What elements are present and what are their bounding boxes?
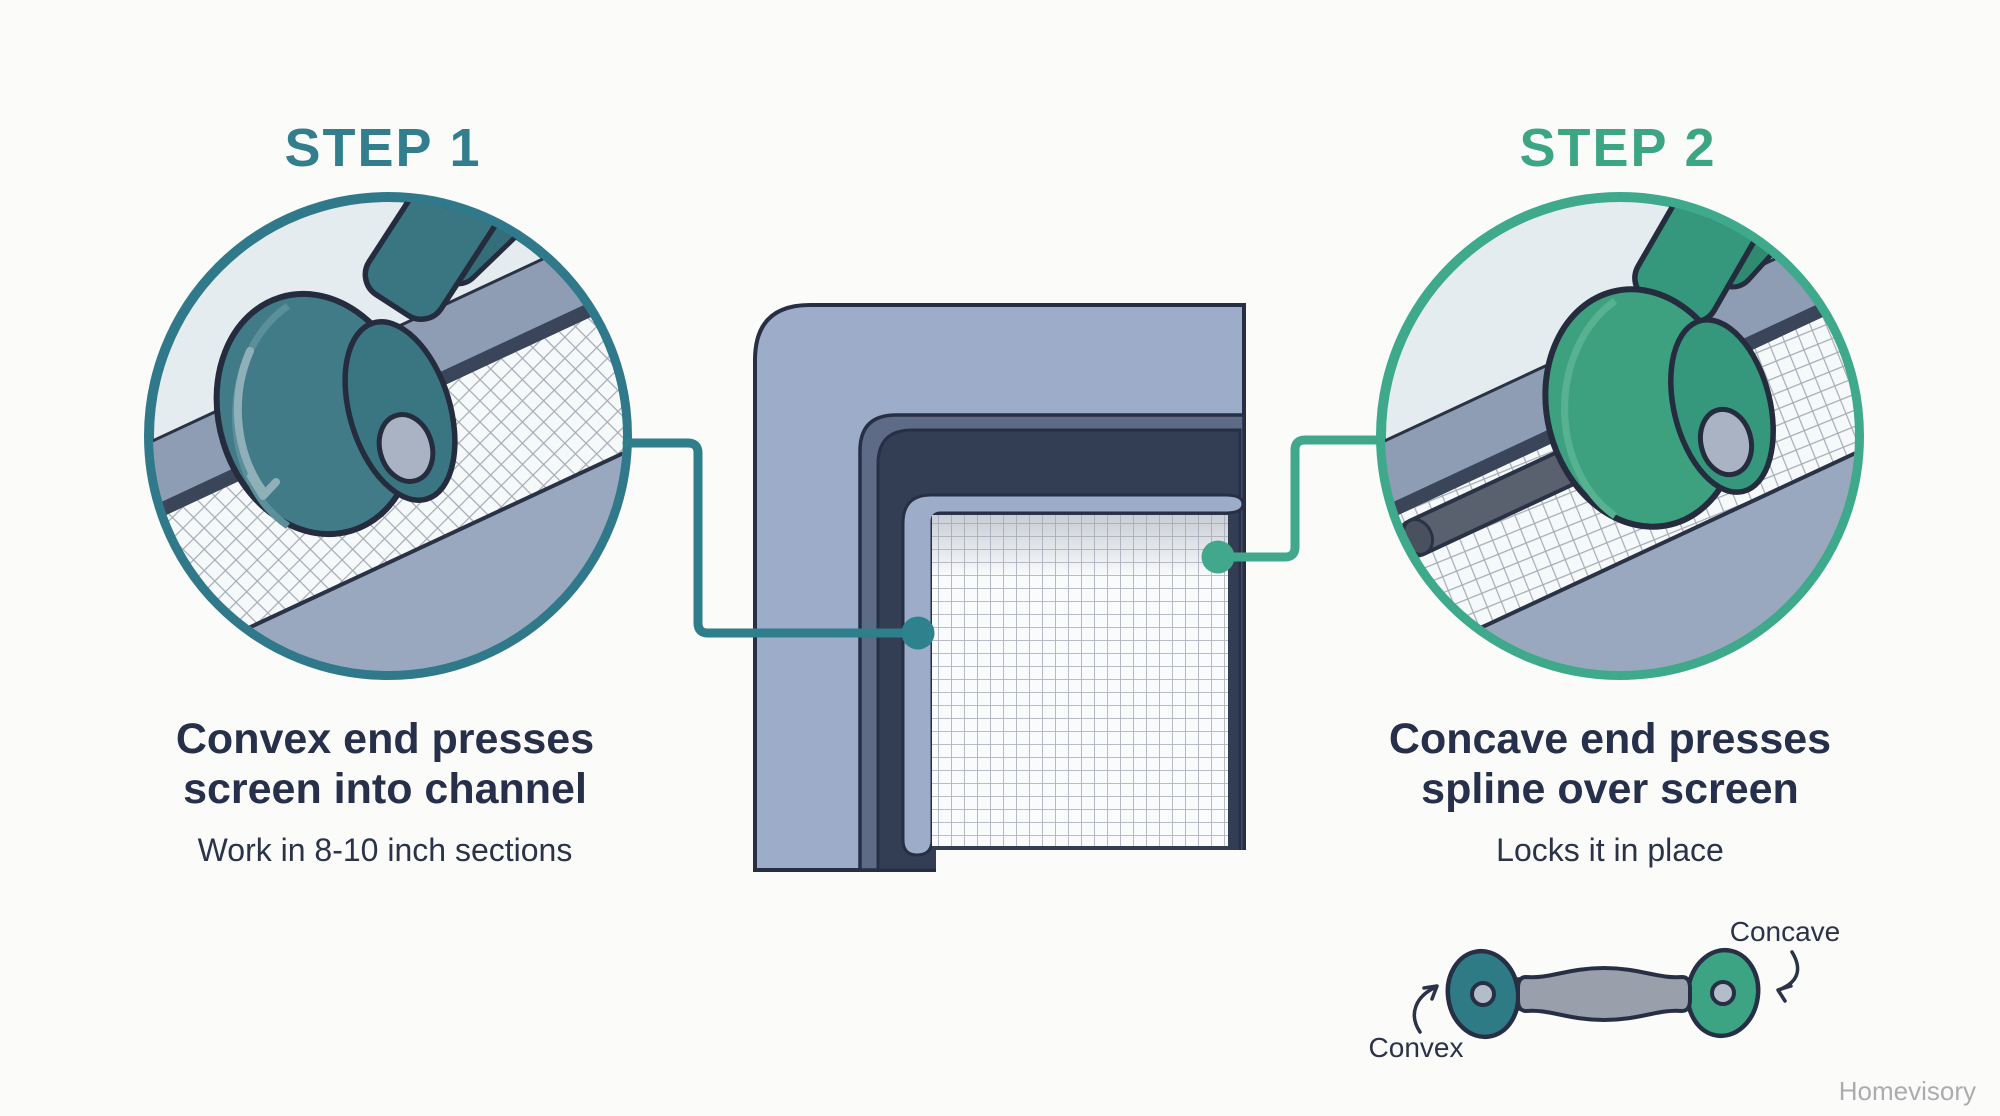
screen-frame-corner-cross-section-icon bbox=[622, 303, 1400, 900]
step1-caption: Convex end presses screen into channel W… bbox=[130, 714, 640, 870]
concave-roller-pressing-spline-icon bbox=[1376, 192, 1864, 680]
watermark: Homevisory bbox=[1838, 1076, 1976, 1106]
concave-label: Concave bbox=[1729, 916, 1841, 947]
step1-title: STEP 1 bbox=[284, 118, 482, 178]
step2-subcaption: Locks it in place bbox=[1496, 832, 1724, 868]
step2-caption-line2: spline over screen bbox=[1421, 765, 1799, 813]
step1-caption-line2: screen into channel bbox=[183, 765, 587, 813]
convex-roller-pressing-screen-icon bbox=[144, 192, 632, 680]
step1-subcaption: Work in 8-10 inch sections bbox=[197, 832, 573, 868]
step1-caption-line1: Convex end presses bbox=[175, 715, 595, 763]
step2-caption-line1: Concave end presses bbox=[1388, 715, 1832, 763]
step2-caption: Concave end presses spline over screen L… bbox=[1355, 714, 1865, 870]
step2-title: STEP 2 bbox=[1519, 118, 1717, 178]
convex-label: Convex bbox=[1368, 1032, 1464, 1063]
spline-roller-tool-icon bbox=[1412, 947, 1800, 1040]
